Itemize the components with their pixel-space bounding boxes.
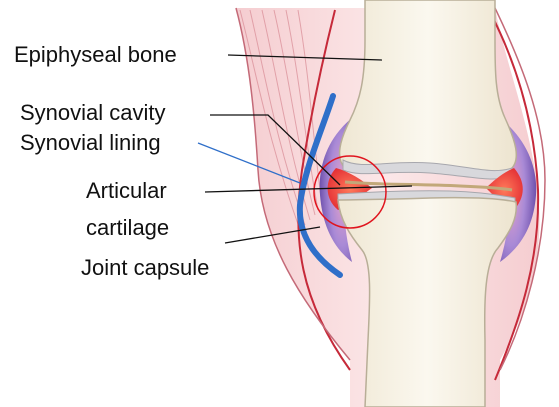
label-joint-capsule: Joint capsule [81, 255, 209, 280]
label-cartilage: cartilage [86, 215, 169, 240]
label-synovial-cavity: Synovial cavity [20, 100, 166, 125]
label-synovial-lining: Synovial lining [20, 130, 161, 155]
label-articular: Articular [86, 178, 167, 203]
upper-bone [340, 0, 517, 172]
label-epiphyseal-bone: Epiphyseal bone [14, 42, 177, 67]
